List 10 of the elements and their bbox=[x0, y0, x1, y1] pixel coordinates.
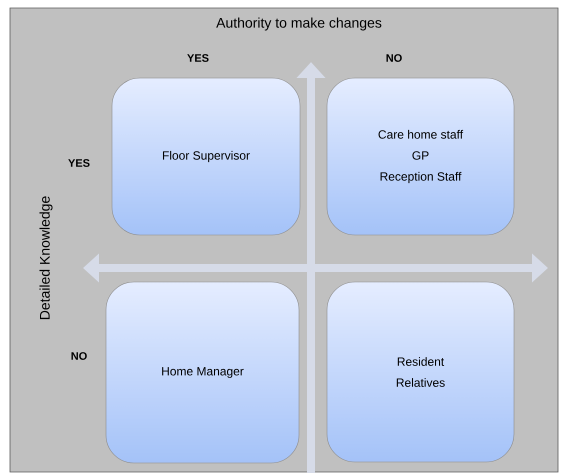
rounded-box: Care home staff GP Reception Staff bbox=[326, 78, 514, 236]
axis-value-label: NO bbox=[72, 352, 87, 360]
rounded-box: Resident Relatives bbox=[326, 282, 514, 462]
axis-title: Detailed Knowledge bbox=[39, 196, 53, 320]
rounded-box: Home Manager bbox=[106, 282, 300, 464]
axis-value-label: NO bbox=[386, 54, 402, 62]
rounded-box: Floor Supervisor bbox=[112, 78, 300, 236]
axis-title: Authority to make changes bbox=[216, 17, 382, 31]
axis-value-label: YES bbox=[68, 159, 90, 167]
axis-value-label: YES bbox=[187, 54, 209, 62]
